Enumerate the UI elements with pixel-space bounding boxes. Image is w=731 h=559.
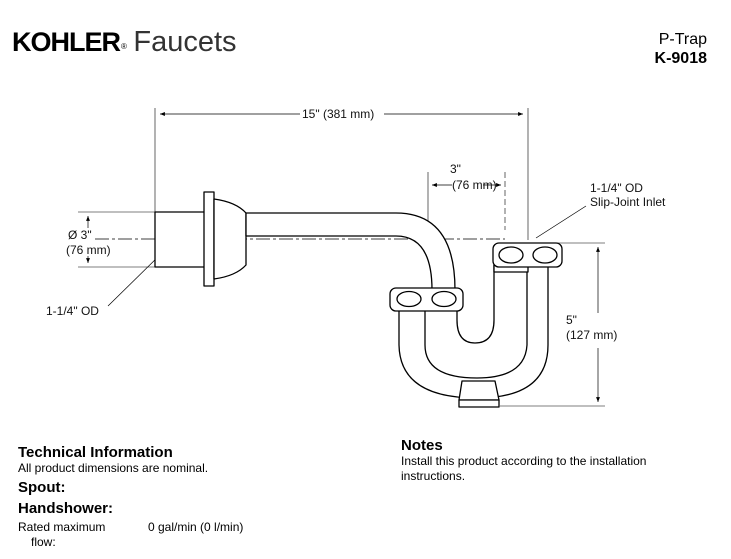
notes-heading: Notes [401,437,443,454]
document-title: P-Trap K-9018 [655,30,707,68]
technical-subtext: All product dimensions are nominal. [18,461,209,475]
spout-heading: Spout: [18,479,66,496]
handshower-heading: Handshower: [18,500,114,517]
outlet-tube [154,211,208,268]
dim-flange-in: Ø 3" [68,228,92,242]
dim-offset-in: 3" [450,162,461,176]
cleanout-body [458,380,500,401]
inlet-label-size: 1-1/4" OD [590,181,643,195]
j-bend-inner [456,265,495,344]
flange-bell [213,198,247,280]
brand-logo: KOHLER® Faucets [12,26,237,60]
flow-spec-row: Rated maximum flow: 0 gal/min (0 l/min) [18,520,358,550]
dimension-lines [86,112,600,402]
technical-information: Technical Information All product dimens… [18,444,358,550]
dim-flange-mm: (76 mm) [66,243,111,257]
flow-label-cont: flow: [31,535,56,549]
brand-name: KOHLER [12,27,121,57]
registered-mark: ® [121,42,127,51]
wall-flange [203,191,215,287]
inlet-nut-lobe-left [498,246,524,264]
jbend-nut-lobe-right [431,290,457,308]
jbend-nut-lobe-left [396,290,422,308]
flow-value: 0 gal/min (0 l/min) [148,520,244,534]
inlet-label-type: Slip-Joint Inlet [590,195,666,209]
notes-section: Notes Install this product according to … [401,437,701,484]
dim-height-in: 5" [566,313,577,327]
flow-label: Rated maximum [18,520,106,534]
model-number: K-9018 [654,50,707,67]
j-bend [398,264,549,399]
dim-overall-width: 15" (381 mm) [302,107,374,121]
outlet-label: 1-1/4" OD [46,304,99,318]
dim-offset-mm: (76 mm) [452,178,497,192]
cleanout-cap [458,399,500,408]
dim-height-mm: (127 mm) [566,328,617,342]
product-name: P-Trap [658,31,707,48]
notes-text: Install this product according to the in… [401,454,647,483]
technical-heading: Technical Information [18,444,173,461]
inlet-nut-lobe-right [532,246,558,264]
p-trap-assembly [154,191,563,408]
trap-arm [245,212,456,291]
brand-line: Faucets [133,26,237,58]
